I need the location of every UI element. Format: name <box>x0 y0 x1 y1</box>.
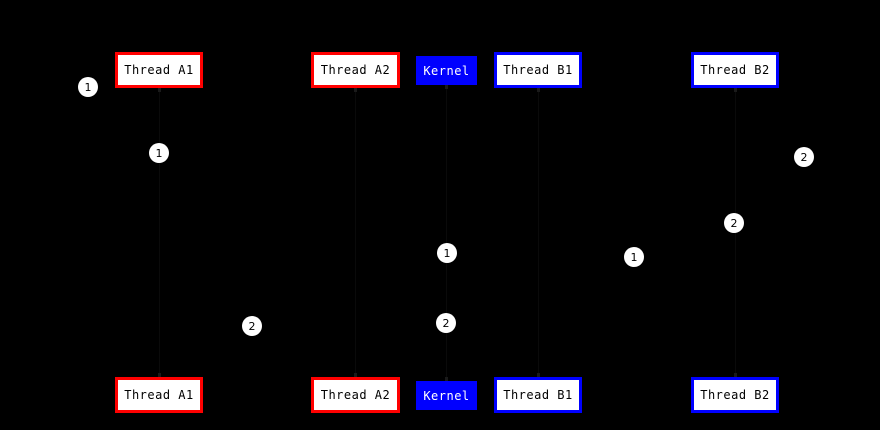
participant-label: Thread A1 <box>124 388 194 402</box>
step-marker-2: 2 <box>436 313 456 333</box>
participant-box-kernel-bottom[interactable]: Kernel <box>416 381 477 410</box>
step-marker-label: 2 <box>248 319 256 333</box>
participant-label: Thread B2 <box>700 63 770 77</box>
participant-box-thread-a2-top[interactable]: Thread A2 <box>311 52 400 88</box>
step-marker-2: 2 <box>242 316 262 336</box>
step-marker-label: 1 <box>155 146 163 160</box>
step-marker-label: 2 <box>442 316 450 330</box>
participant-label: Thread A2 <box>320 388 391 402</box>
lifeline-thread-b2-stub-bottom <box>734 373 737 377</box>
participant-box-thread-a1-bottom[interactable]: Thread A1 <box>115 377 203 413</box>
lifeline-kernel-stub-bottom <box>445 377 448 381</box>
lifeline-thread-a2-stub-top <box>354 88 357 92</box>
lifeline-kernel-stub-top <box>445 85 448 89</box>
lifeline-thread-b1 <box>538 88 539 377</box>
participant-box-thread-b2-top[interactable]: Thread B2 <box>691 52 779 88</box>
participant-box-thread-b1-bottom[interactable]: Thread B1 <box>494 377 582 413</box>
participant-box-thread-b2-bottom[interactable]: Thread B2 <box>691 377 779 413</box>
step-marker-2: 2 <box>724 213 744 233</box>
lifeline-thread-b2-stub-top <box>734 88 737 92</box>
lifeline-thread-a2 <box>355 88 356 377</box>
lifeline-thread-a1-stub-top <box>158 88 161 92</box>
lifeline-kernel <box>446 85 447 381</box>
participant-box-kernel-top[interactable]: Kernel <box>416 56 477 85</box>
lifeline-thread-b1-stub-top <box>537 88 540 92</box>
step-marker-label: 1 <box>443 246 451 260</box>
step-marker-1: 1 <box>624 247 644 267</box>
lifeline-thread-a1-stub-bottom <box>158 373 161 377</box>
step-marker-1: 1 <box>149 143 169 163</box>
step-marker-label: 1 <box>630 250 638 264</box>
participant-label: Thread A1 <box>124 63 194 77</box>
step-marker-1: 1 <box>437 243 457 263</box>
participant-label: Thread A2 <box>320 63 391 77</box>
lifeline-thread-a1 <box>159 88 160 377</box>
step-marker-label: 1 <box>84 80 92 94</box>
lifeline-thread-b1-stub-bottom <box>537 373 540 377</box>
step-marker-label: 2 <box>730 216 738 230</box>
step-marker-label: 2 <box>800 150 808 164</box>
lifeline-thread-a2-stub-bottom <box>354 373 357 377</box>
participant-box-thread-a2-bottom[interactable]: Thread A2 <box>311 377 400 413</box>
step-marker-1: 1 <box>78 77 98 97</box>
participant-label: Thread B2 <box>700 388 770 402</box>
participant-box-thread-a1-top[interactable]: Thread A1 <box>115 52 203 88</box>
participant-label: Kernel <box>423 388 470 403</box>
step-marker-2: 2 <box>794 147 814 167</box>
participant-label: Thread B1 <box>503 63 573 77</box>
participant-label: Thread B1 <box>503 388 573 402</box>
participant-label: Kernel <box>423 63 470 78</box>
participant-box-thread-b1-top[interactable]: Thread B1 <box>494 52 582 88</box>
